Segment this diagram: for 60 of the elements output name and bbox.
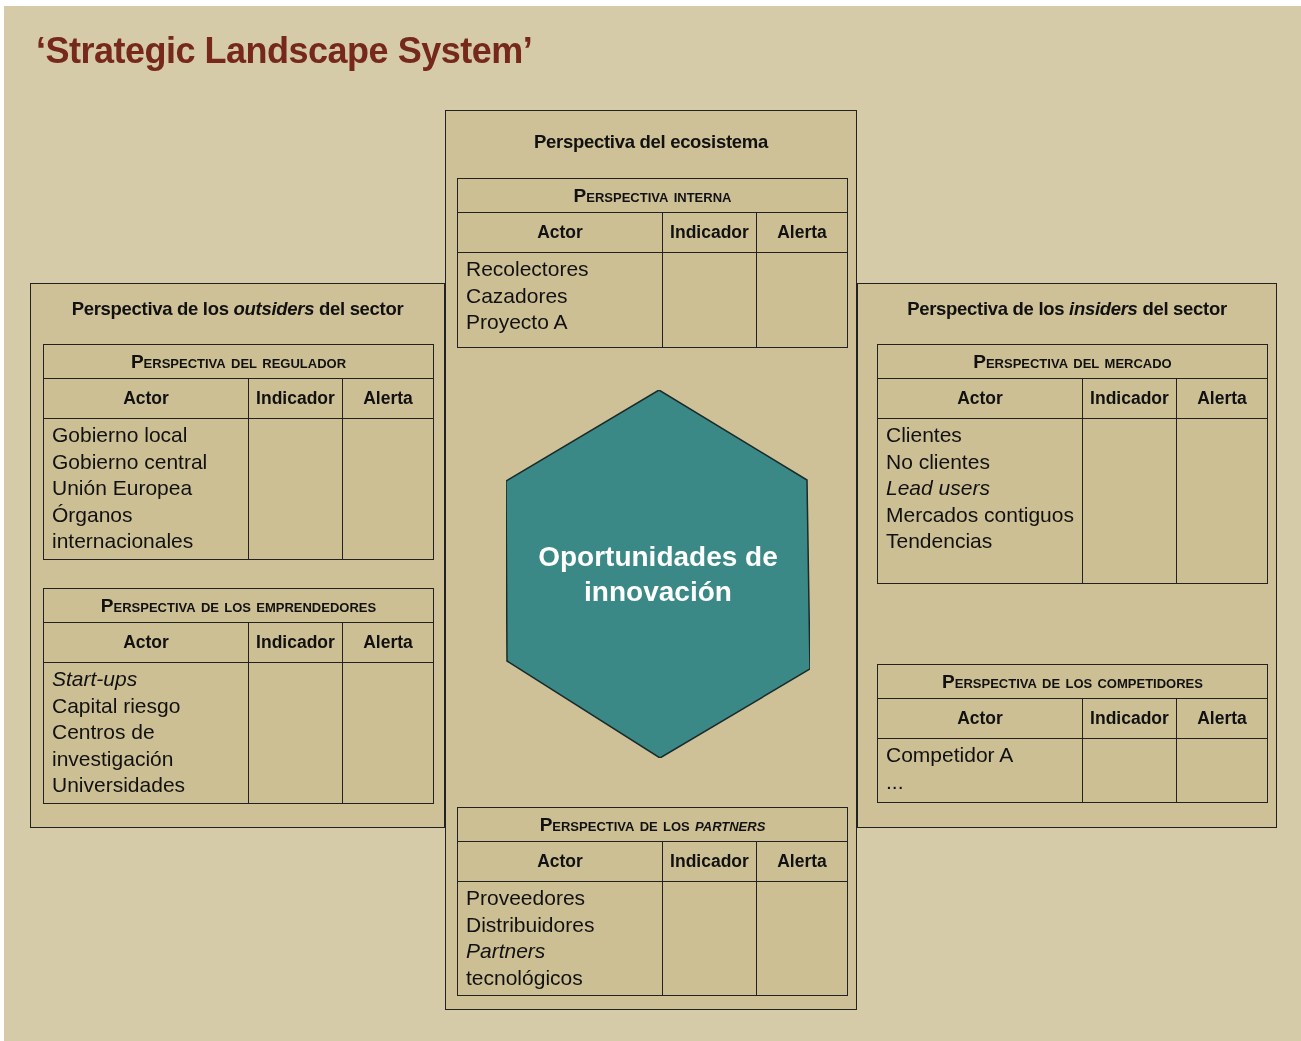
- column-header: Indicador: [1090, 388, 1169, 409]
- table-heading: Perspectiva interna: [573, 184, 732, 207]
- actor-item: Distribuidores: [466, 911, 596, 938]
- perspective-panel: [30, 283, 445, 828]
- actor-item: Capital riesgo: [52, 692, 182, 719]
- actor-item: Start-ups: [52, 666, 139, 692]
- table-heading: Perspectiva del regulador: [130, 350, 347, 373]
- actor-item: Universidades: [52, 772, 187, 798]
- actor-item: Gobierno central: [52, 448, 209, 475]
- column-header: Actor: [957, 388, 1003, 409]
- panel-heading: Perspectiva del ecosistema: [533, 131, 770, 153]
- perspective-table: [43, 588, 434, 804]
- table-heading: Perspectiva de los emprendedores: [100, 594, 377, 617]
- perspective-panel: [857, 283, 1277, 828]
- actor-item: Competidor A: [886, 742, 1015, 768]
- actor-item: Tendencias: [886, 528, 994, 554]
- actor-item: Mercados contiguos: [886, 501, 1074, 528]
- column-header: Alerta: [363, 388, 413, 409]
- panel-heading: Perspectiva de los insiders del sector: [906, 298, 1228, 320]
- column-header: Alerta: [1197, 388, 1247, 409]
- actor-item: Órganos internacionales: [52, 501, 195, 554]
- column-header: Alerta: [1197, 708, 1247, 729]
- hexagon-label: Oportunidades de innovación: [537, 540, 779, 609]
- column-header: Actor: [957, 708, 1003, 729]
- column-header: Indicador: [670, 851, 749, 872]
- actor-item: Centros de investigación: [52, 719, 175, 772]
- actor-item: Cazadores: [466, 282, 569, 309]
- actor-item: Proveedores: [466, 885, 587, 911]
- actor-item: ...: [886, 768, 905, 795]
- column-header: Alerta: [363, 632, 413, 653]
- table-heading: Perspectiva del mercado: [973, 350, 1172, 373]
- perspective-table: [457, 807, 848, 996]
- column-header: Alerta: [777, 222, 827, 243]
- hexagon-node: [506, 390, 810, 758]
- diagram-title: ‘Strategic Landscape System’: [36, 30, 533, 72]
- column-header: Alerta: [777, 851, 827, 872]
- perspective-panel: [445, 110, 857, 1010]
- column-header: Actor: [123, 632, 169, 653]
- column-header: Actor: [537, 851, 583, 872]
- table-heading: Perspectiva de los partners: [539, 813, 766, 836]
- actor-item: Proyecto A: [466, 309, 569, 335]
- actor-item: Clientes: [886, 422, 963, 448]
- table-heading: Perspectiva de los competidores: [942, 670, 1203, 693]
- column-header: Indicador: [670, 222, 749, 243]
- column-header: Actor: [537, 222, 583, 243]
- perspective-table: [457, 178, 848, 348]
- panel-heading: Perspectiva de los outsiders del sector: [70, 298, 405, 320]
- perspective-table: [43, 344, 434, 560]
- column-header: Actor: [123, 388, 169, 409]
- actor-item: No clientes: [886, 448, 991, 475]
- actor-item: Lead users: [886, 475, 991, 501]
- column-header: Indicador: [1090, 708, 1169, 729]
- actor-item: Unión Europea: [52, 475, 194, 501]
- actor-item: Gobierno local: [52, 422, 189, 448]
- column-header: Indicador: [256, 632, 335, 653]
- actor-item: Partners tecnológicos: [466, 938, 584, 991]
- column-header: Indicador: [256, 388, 335, 409]
- perspective-table: [877, 664, 1268, 803]
- perspective-table: [877, 344, 1268, 584]
- actor-item: Recolectores: [466, 256, 590, 282]
